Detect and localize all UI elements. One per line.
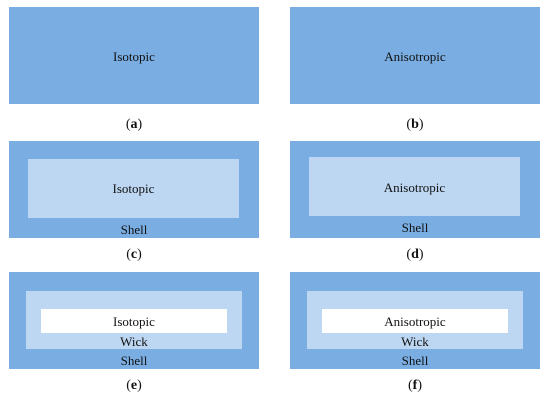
panel-f-shell: Anisotropic Wick Shell	[290, 272, 540, 369]
panel-c-caption-letter: c	[130, 247, 138, 262]
panel-e-caption: (e)	[126, 378, 142, 393]
panel-d-shell: Anisotropic Shell	[290, 141, 540, 238]
panel-e-caption-letter: e	[130, 378, 138, 393]
panel-c-core-label: Isotopic	[112, 181, 155, 196]
panel-d-caption: (d)	[406, 247, 424, 262]
panel-b-caption: (b)	[406, 117, 424, 132]
panel-b-core-label: Anisotropic	[384, 49, 446, 64]
panel-c-shell-label: Shell	[120, 222, 148, 237]
panel-f-shell-label: Shell	[401, 353, 429, 368]
panel-e-isotropic-core: Isotopic	[41, 309, 227, 333]
panel-f-anisotropic-core: Anisotropic	[322, 309, 508, 333]
panel-f-caption: (f)	[407, 378, 422, 393]
panel-e-shell: Isotopic Wick Shell	[9, 272, 259, 369]
panel-c-isotropic-core: Isotopic	[28, 159, 239, 218]
panel-a-caption: (a)	[125, 117, 143, 132]
panel-a-caption-letter: a	[130, 117, 138, 132]
panel-b-caption-letter: b	[411, 117, 419, 132]
panel-d-core-label: Anisotropic	[383, 180, 446, 195]
panel-e-core-label: Isotopic	[113, 314, 155, 329]
panel-e-wick-label: Wick	[120, 334, 148, 349]
panel-f-caption-letter: f	[412, 378, 418, 393]
panel-c-shell: Isotopic Shell	[9, 141, 259, 238]
panel-f-core-label: Anisotropic	[384, 314, 446, 329]
panel-c-caption: (c)	[126, 247, 142, 262]
panel-e-shell-label: Shell	[120, 353, 148, 368]
panel-e-wick: Isotopic Wick	[26, 291, 242, 349]
panel-a-isotropic-body: Isotopic	[9, 7, 259, 104]
panel-d-shell-label: Shell	[401, 220, 429, 235]
panel-a-core-label: Isotopic	[113, 49, 155, 64]
panel-f-wick-label: Wick	[401, 334, 429, 349]
panel-b-anisotropic-body: Anisotropic	[290, 7, 540, 104]
panel-d-anisotropic-core: Anisotropic	[309, 157, 520, 216]
panel-f-wick: Anisotropic Wick	[307, 291, 523, 349]
panel-d-caption-letter: d	[411, 247, 419, 262]
